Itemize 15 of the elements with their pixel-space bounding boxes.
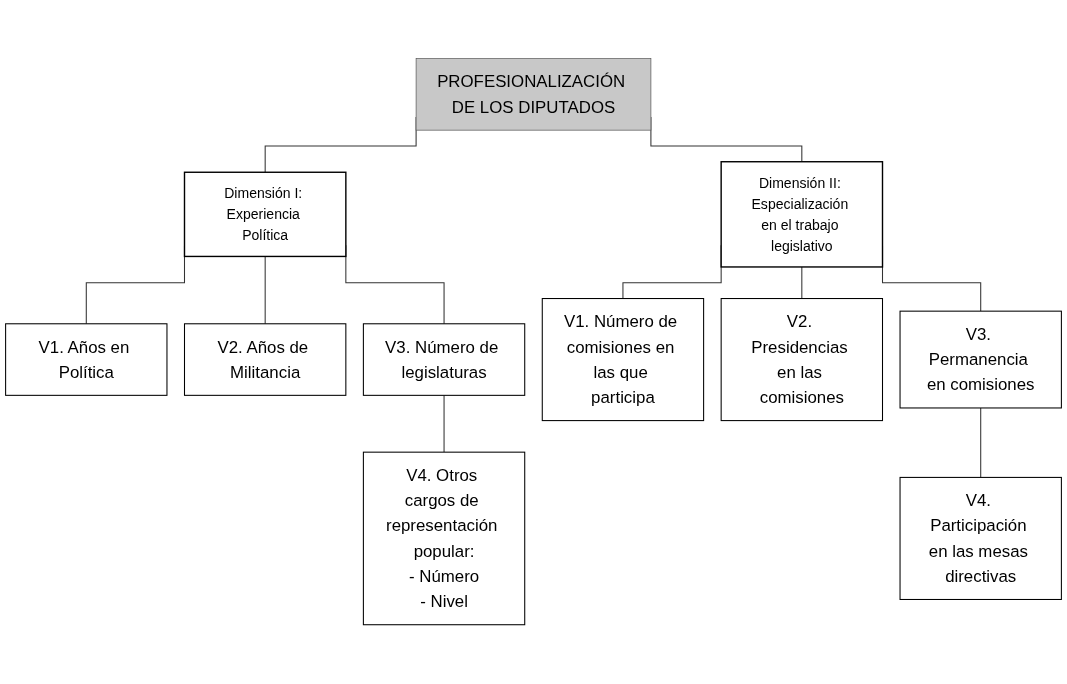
node-box: V1. Años en Política <box>5 323 168 397</box>
connector <box>980 407 982 479</box>
connector <box>801 266 803 300</box>
connector <box>264 256 266 325</box>
node-box: V4. Participación en las mesas directivas <box>899 477 1062 601</box>
node-box: Dimensión I: Experiencia Política <box>183 171 347 258</box>
node-box: V4. Otros cargos de representación popular: - Número - Nivel <box>362 451 526 626</box>
node-box: V3. Número de legislaturas <box>362 323 526 397</box>
node-box: V2. Presidencias en las comisiones <box>720 298 884 422</box>
node-box: V1. Número de comisiones en las que participa <box>541 298 705 422</box>
node-box: V2. Años de Militancia <box>183 323 347 397</box>
node-box: V3. Permanencia en comisiones <box>899 310 1062 409</box>
node-box: PROFESIONALIZACIÓN DE LOS DIPUTADOS <box>415 58 652 131</box>
connector <box>443 395 445 453</box>
node-box: Dimensión II: Especialización en el trabajo legislativo <box>720 161 884 268</box>
